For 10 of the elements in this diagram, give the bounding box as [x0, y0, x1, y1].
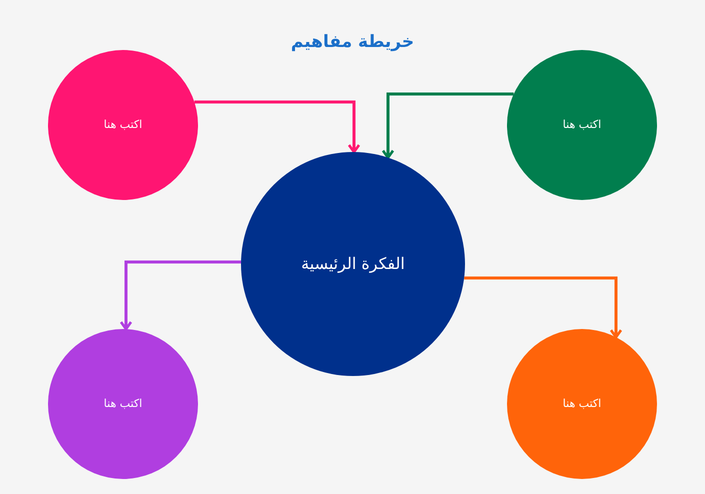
- node-text: اكتب هنا: [104, 397, 142, 411]
- node-text: اكتب هنا: [562, 118, 602, 132]
- connector-arrow: [464, 276, 622, 338]
- connector-arrow: [120, 260, 242, 330]
- connector-arrow: [194, 100, 360, 154]
- node-text: الفكرة الرئيسية: [301, 254, 405, 274]
- node-text: اكتب هنا: [104, 118, 142, 132]
- node-text: اكتب هنا: [562, 397, 602, 411]
- diagram-title: خريطة مفاهيم: [290, 32, 414, 52]
- connector-arrow: [382, 92, 514, 159]
